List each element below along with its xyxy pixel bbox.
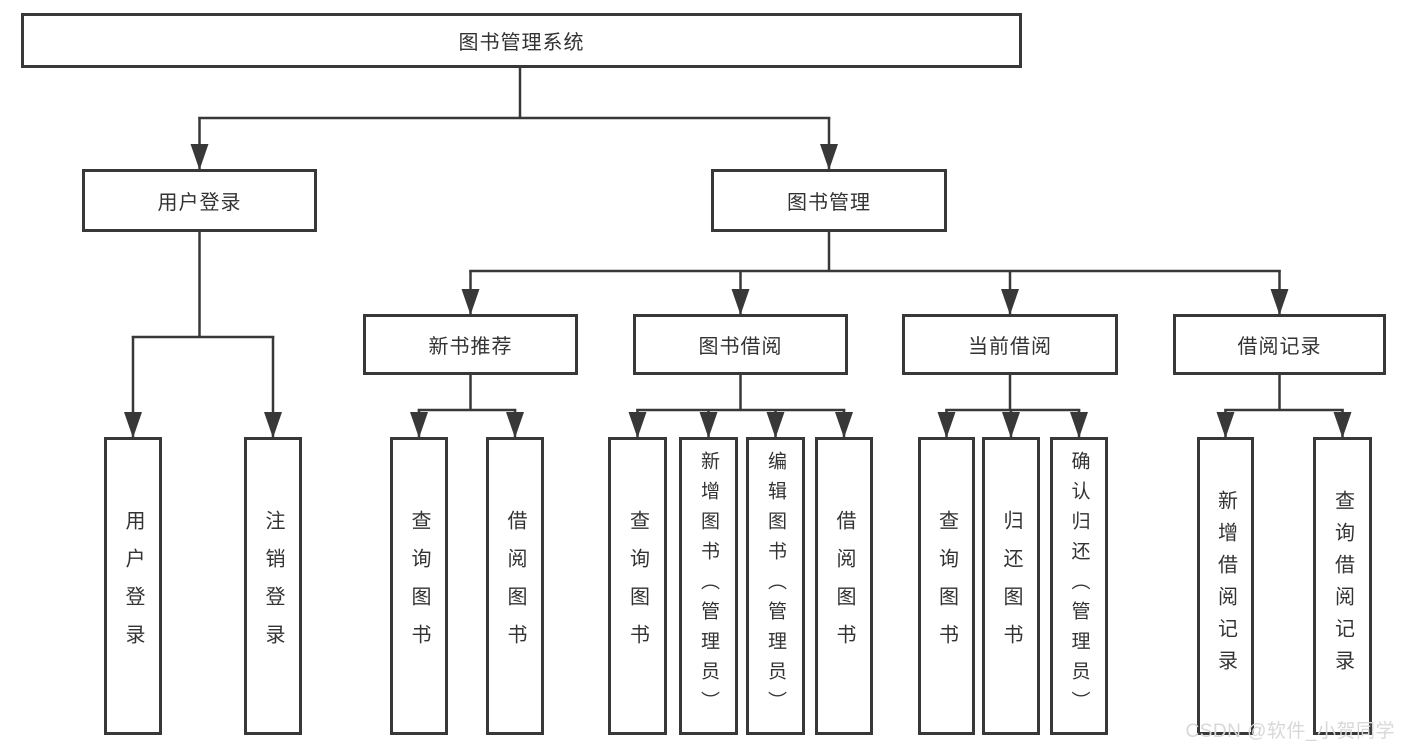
leaf-edit-book-admin: 编辑图书（管理员） <box>746 437 805 735</box>
branch-new-book-recommend <box>410 374 524 438</box>
leaf-query-books-2-label: 查询图书 <box>626 510 649 662</box>
node-borrow-records: 借阅记录 <box>1173 314 1386 375</box>
branch-current-borrow <box>937 374 1088 438</box>
node-borrow-records-label: 借阅记录 <box>1237 336 1322 358</box>
node-new-book-recommend: 新书推荐 <box>363 314 578 375</box>
leaf-query-borrow-record-label: 查询借阅记录 <box>1331 490 1354 682</box>
leaf-logout-label: 注销登录 <box>262 510 284 662</box>
node-book-management-label: 图书管理 <box>787 192 871 214</box>
leaf-query-books-3-label: 查询图书 <box>935 510 958 662</box>
leaf-query-books-3: 查询图书 <box>918 437 975 735</box>
leaf-query-borrow-record: 查询借阅记录 <box>1313 437 1372 735</box>
branch-root <box>190 67 838 170</box>
leaf-add-book-admin: 新增图书（管理员） <box>679 437 738 735</box>
watermark: CSDN @软件_小贺同学 <box>1185 721 1395 742</box>
node-user-login: 用户登录 <box>82 169 317 232</box>
leaf-add-book-admin-label: 新增图书（管理员） <box>698 451 719 721</box>
leaf-borrow-books-2-label: 借阅图书 <box>833 510 855 662</box>
leaf-borrow-books-1-label: 借阅图书 <box>504 510 526 662</box>
branch-book-borrow <box>628 374 853 438</box>
node-current-borrow-label: 当前借阅 <box>968 336 1052 358</box>
leaf-add-borrow-record: 新增借阅记录 <box>1197 437 1254 735</box>
leaf-edit-book-admin-label: 编辑图书（管理员） <box>765 451 786 721</box>
node-book-management: 图书管理 <box>711 169 947 232</box>
leaf-query-books-2: 查询图书 <box>608 437 667 735</box>
leaf-user-login: 用户登录 <box>104 437 162 735</box>
leaf-borrow-books-2: 借阅图书 <box>815 437 873 735</box>
leaf-query-books-1: 查询图书 <box>390 437 448 735</box>
node-book-borrow: 图书借阅 <box>633 314 848 375</box>
leaf-user-login-label: 用户登录 <box>122 510 144 662</box>
node-root: 图书管理系统 <box>21 13 1022 68</box>
branch-book-management <box>461 231 1289 315</box>
node-new-book-recommend-label: 新书推荐 <box>428 336 513 358</box>
branch-borrow-records <box>1216 374 1352 438</box>
leaf-return-books: 归还图书 <box>982 437 1040 735</box>
node-root-label: 图书管理系统 <box>458 32 585 54</box>
node-book-borrow-label: 图书借阅 <box>698 336 783 358</box>
leaf-logout: 注销登录 <box>244 437 302 735</box>
leaf-confirm-return-admin: 确认归还（管理员） <box>1050 437 1108 735</box>
leaf-query-books-1-label: 查询图书 <box>408 510 430 662</box>
branch-user-login <box>124 231 282 438</box>
node-current-borrow: 当前借阅 <box>902 314 1118 375</box>
node-user-login-label: 用户登录 <box>157 192 242 214</box>
leaf-borrow-books-1: 借阅图书 <box>486 437 544 735</box>
leaf-confirm-return-admin-label: 确认归还（管理员） <box>1068 451 1090 721</box>
leaf-return-books-label: 归还图书 <box>1000 510 1022 662</box>
leaf-add-borrow-record-label: 新增借阅记录 <box>1214 490 1237 682</box>
